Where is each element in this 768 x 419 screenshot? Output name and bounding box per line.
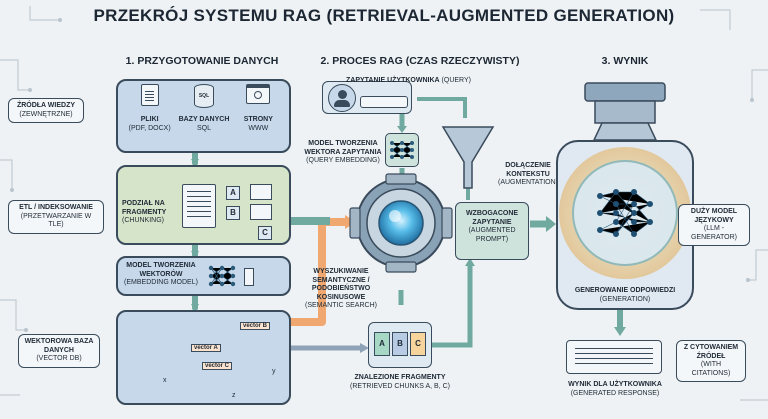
- chunking-title: PODZIAŁ NA FRAGMENTY: [122, 200, 167, 216]
- chunking-sub: (CHUNKING): [122, 217, 164, 224]
- response-title: WYNIK DLA UŻYTKOWNIKA: [568, 381, 662, 388]
- chunk-text-a: [250, 184, 272, 200]
- retrieved-chunk-b: B: [392, 332, 408, 356]
- retrieved-chunk-c: C: [410, 332, 426, 356]
- sources-title: ŹRÓDŁA WIEDZY: [16, 102, 76, 109]
- source-item-files: PLIKI(PDF, DOCX): [126, 84, 174, 150]
- embedding-model-panel: [116, 256, 291, 296]
- etl-sub: (PRZETWARZANIE W TLE): [20, 212, 92, 229]
- sources-callout: ŹRÓDŁA WIEDZY (ZEWNĘTRZNE): [8, 98, 84, 123]
- query-embedding-title: MODEL TWORZENIA WEKTORA ZAPYTANIA: [304, 140, 382, 156]
- retrieved-sub: (RETRIEVED CHUNKS A, B, C): [350, 382, 450, 390]
- source-sub: (PDF, DOCX): [128, 124, 171, 132]
- response-label: WYNIK DLA UŻYTKOWNIKA (GENERATED RESPONS…: [560, 381, 670, 398]
- etl-title: ETL / INDEKSOWANIE: [19, 204, 93, 211]
- vector-label-a: vector A: [191, 344, 221, 352]
- neural-network-icon: [208, 263, 236, 289]
- augmented-prompt-title: WZBOGACONE ZAPYTANIE: [465, 210, 519, 226]
- retrieved-label: ZNALEZIONE FRAGMENTY (RETRIEVED CHUNKS A…: [340, 374, 460, 391]
- column-header-result: 3. WYNIK: [601, 55, 649, 67]
- embedding-model-sub: (EMBEDDING MODEL): [124, 279, 198, 286]
- query-title: ZAPYTANIE UŻYTKOWNIKA: [346, 77, 440, 84]
- source-name: STRONY: [243, 116, 273, 123]
- response-sub: (GENERATED RESPONSE): [570, 389, 660, 397]
- source-name: BAZY DANYCH: [178, 116, 230, 123]
- query-label: ZAPYTANIE UŻYTKOWNIKA (QUERY): [346, 77, 486, 86]
- augmentation-sub: (AUGMENTATION): [497, 179, 558, 186]
- embedding-model-title: MODEL TWORZENIA WEKTORÓW: [126, 262, 196, 278]
- document-icon: [140, 84, 159, 106]
- query-embedding-sub: (QUERY EMBEDDING): [306, 157, 380, 164]
- database-icon: SQL: [193, 84, 214, 108]
- vector-db-sub: (VECTOR DB): [36, 355, 82, 362]
- vector-db-title: WEKTOROWA BAZA DANYCH: [24, 338, 94, 354]
- vector-db-callout: WEKTOROWA BAZA DANYCH (VECTOR DB): [18, 334, 100, 368]
- llm-neural-network-icon: [594, 184, 656, 242]
- embedding-model-label: MODEL TWORZENIA WEKTORÓW (EMBEDDING MODE…: [120, 262, 202, 288]
- citations-title: Z CYTOWANIEM ŹRÓDEŁ: [683, 344, 739, 360]
- query-embedding-box: [385, 133, 419, 167]
- generation-sub: (GENERATION): [599, 295, 651, 303]
- source-sub: WWW: [248, 124, 269, 132]
- llm-callout: DUŻY MODEL JĘZYKOWY (LLM - GENERATOR): [678, 204, 750, 246]
- generation-label: GENEROWANIE ODPOWIEDZI (GENERATION): [566, 287, 684, 304]
- llm-bulb-outline: [556, 140, 694, 310]
- chunk-b: B: [226, 206, 240, 220]
- semantic-search-sub: (SEMANTIC SEARCH): [305, 302, 377, 309]
- retrieved-title: ZNALEZIONE FRAGMENTY: [354, 374, 446, 381]
- web-page-icon: [246, 84, 271, 104]
- page-title: PRZEKRÓJ SYSTEMU RAG (RETRIEVAL-AUGMENTE…: [93, 6, 675, 25]
- chunking-label: PODZIAŁ NA FRAGMENTY (CHUNKING): [122, 200, 184, 226]
- augmentation-label: DOŁĄCZENIE KONTEKSTU (AUGMENTATION): [496, 162, 560, 188]
- response-document: [566, 340, 662, 374]
- llm-title: DUŻY MODEL JĘZYKOWY: [690, 208, 738, 224]
- query-embedding-label: MODEL TWORZENIA WEKTORA ZAPYTANIA (QUERY…: [302, 140, 384, 166]
- augmented-prompt-label: WZBOGACONE ZAPYTANIE (AUGMENTED PROMPT): [458, 210, 526, 244]
- citations-callout: Z CYTOWANIEM ŹRÓDEŁ (WITH CITATIONS): [676, 340, 746, 382]
- etl-callout: ETL / INDEKSOWANIE (PRZETWARZANIE W TLE): [8, 200, 104, 234]
- retrieved-chunk-a: A: [374, 332, 390, 356]
- chunk-a: A: [226, 186, 240, 200]
- vector-label-c: vector C: [202, 362, 233, 370]
- semantic-search-title: WYSZUKIWANIE SEMANTYCZNE / PODOBIEŃSTWO …: [311, 268, 371, 301]
- augmentation-title: DOŁĄCZENIE KONTEKSTU: [505, 162, 551, 178]
- axis-x-label: x: [163, 377, 167, 384]
- augmented-prompt-sub: (AUGMENTED PROMPT): [468, 227, 516, 243]
- generation-title: GENEROWANIE ODPOWIEDZI: [574, 287, 676, 294]
- query-bubble: [360, 96, 408, 108]
- sources-sub: (ZEWNĘTRZNE): [19, 110, 73, 118]
- vector-column-icon: [244, 268, 254, 286]
- semantic-search-label: WYSZUKIWANIE SEMANTYCZNE / PODOBIEŃSTWO …: [300, 268, 382, 311]
- query-sub: (QUERY): [441, 77, 471, 84]
- axis-y-label: y: [272, 368, 276, 375]
- chunk-text-b: [250, 204, 272, 220]
- chunk-c: C: [258, 226, 272, 240]
- llm-sub: (LLM - GENERATOR): [690, 225, 738, 241]
- axis-z-label: z: [232, 392, 236, 399]
- source-document-icon: [182, 184, 216, 228]
- augmented-prompt-box: [455, 202, 529, 260]
- column-header-rag-process: 2. PROCES RAG (CZAS RZECZYWISTY): [320, 55, 520, 67]
- column-header-data-prep: 1. PRZYGOTOWANIE DANYCH: [125, 55, 279, 67]
- vector-label-b: vector B: [240, 322, 271, 330]
- citations-sub: (WITH CITATIONS): [691, 361, 731, 377]
- source-name: PLIKI: [140, 116, 159, 123]
- source-sub: SQL: [196, 124, 211, 132]
- user-icon: [328, 84, 356, 112]
